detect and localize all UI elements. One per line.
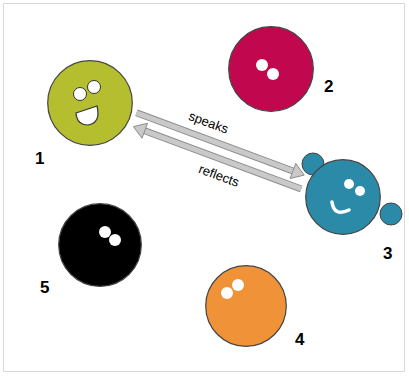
eye <box>344 179 354 189</box>
frame-border <box>4 4 405 372</box>
eye <box>355 186 365 196</box>
callout-number: 4 <box>295 331 304 348</box>
circle-body <box>306 160 381 235</box>
eye <box>74 88 87 101</box>
ear <box>380 203 402 225</box>
circle-body <box>229 27 314 112</box>
eye <box>99 226 111 238</box>
eye <box>109 234 121 246</box>
callout-number: 3 <box>383 245 392 262</box>
character-circle: 1 <box>47 60 133 146</box>
eye <box>232 279 244 291</box>
arrowhead <box>133 123 147 138</box>
mouth <box>76 106 98 125</box>
circle-outline <box>47 60 133 146</box>
smile <box>332 202 349 212</box>
eye <box>88 81 101 94</box>
callout-number: 1 <box>35 150 44 167</box>
circle-outline <box>305 159 381 235</box>
circle-outline <box>205 265 287 347</box>
character-circle: 5 <box>58 203 142 287</box>
character-circle: 2 <box>228 26 314 112</box>
circle-body <box>206 266 287 347</box>
callout-number: 5 <box>40 279 49 296</box>
character-circle: 4 <box>205 265 287 347</box>
eye <box>267 68 279 80</box>
circle-body <box>59 204 142 287</box>
eye <box>256 59 268 71</box>
character-circle: 3 <box>305 159 381 235</box>
circle-outline <box>228 26 314 112</box>
circle-body <box>48 61 133 146</box>
callout-number: 2 <box>324 78 333 95</box>
circle-outline <box>58 203 142 287</box>
eye <box>221 287 233 299</box>
